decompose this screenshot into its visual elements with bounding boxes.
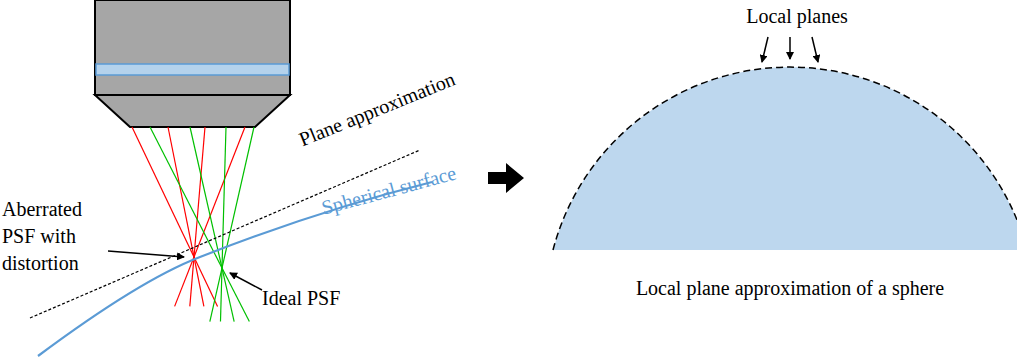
leader-arrow [108, 251, 184, 257]
tangent-plane [30, 150, 420, 318]
light-rays [132, 127, 254, 322]
leader-arrow [230, 273, 262, 290]
sphere [553, 67, 1017, 250]
objective-body [95, 0, 290, 95]
local-planes-label: Local planes [746, 4, 848, 28]
light-ray [132, 127, 218, 306]
leader-arrow [762, 37, 768, 62]
transition-arrow [488, 163, 524, 193]
light-ray [150, 127, 249, 322]
surface-label: Spherical surface [319, 161, 459, 220]
light-ray [190, 127, 205, 306]
leader-arrow [789, 37, 791, 59]
caption-label: Local plane approximation of a sphere [636, 276, 944, 300]
objective-lens [96, 64, 289, 75]
light-ray [168, 127, 204, 306]
plane-label: Plane approximation [296, 67, 459, 151]
leader-arrow [812, 37, 818, 62]
light-ray [190, 127, 234, 322]
sphere-outline [553, 67, 1017, 250]
spherical-surface [38, 182, 432, 356]
objective-tip [95, 95, 290, 127]
light-ray [220, 127, 226, 322]
ideal-psf-label: Ideal PSF [262, 286, 340, 310]
aberrated-psf-label: Aberrated PSF with distortion [2, 196, 106, 277]
